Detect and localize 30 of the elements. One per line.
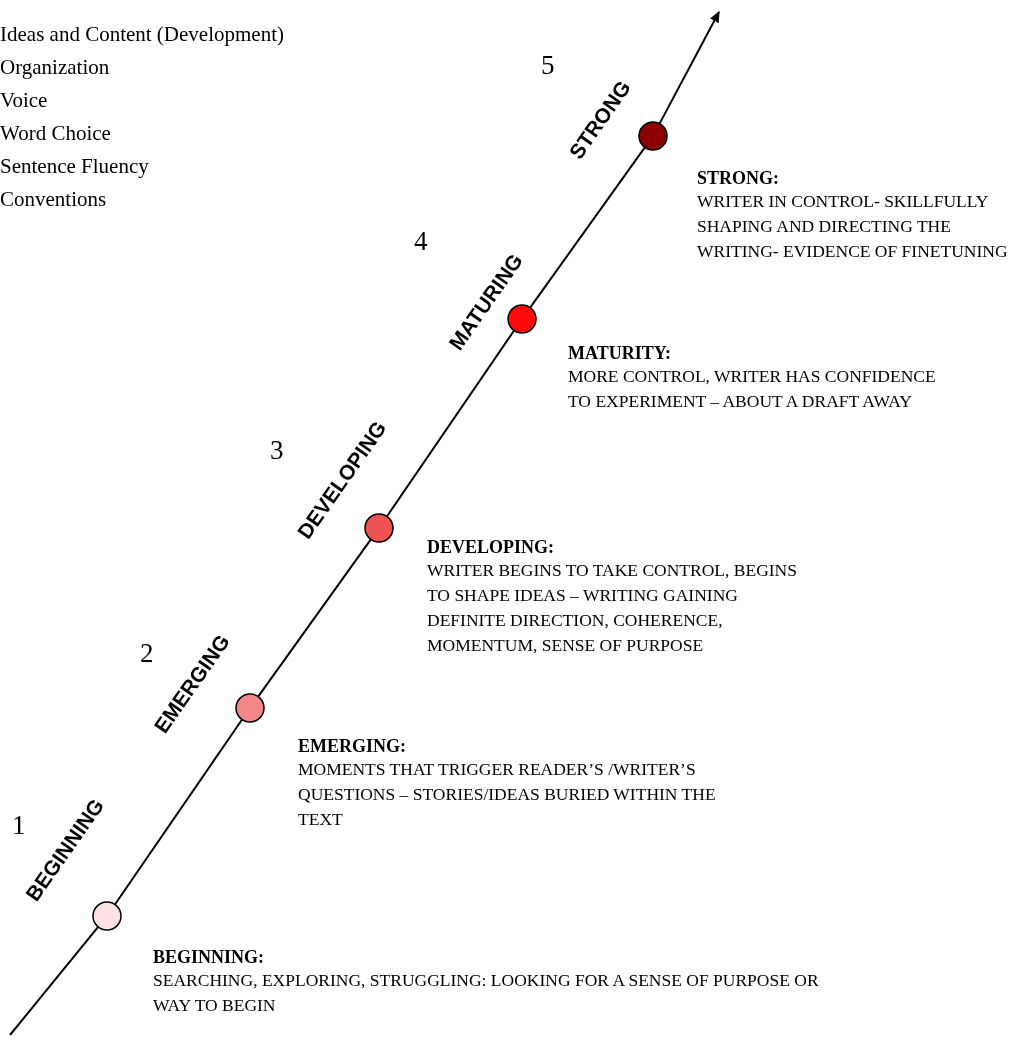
- trait-label: Ideas and Content (Development): [0, 22, 284, 47]
- description-text: MOMENTS THAT TRIGGER READER’S /WRITER’S QUESTIONS – STORIES/IDEAS BURIED WITHIN THE TEXT: [298, 758, 717, 831]
- description-heading: DEVELOPING:: [427, 537, 554, 558]
- stage-number: 5: [541, 50, 555, 81]
- stage-number: 2: [140, 638, 154, 669]
- description-heading: BEGINNING:: [153, 947, 264, 968]
- stage-number: 1: [12, 810, 26, 840]
- line: [529, 146, 646, 309]
- description-text: WRITER IN CONTROL- SKILLFULLY SHAPING AND DIRECTING THE WRITING- EVIDENCE OF FINETUNING: [697, 190, 1009, 263]
- description-heading: MATURITY:: [568, 343, 671, 364]
- description-heading: STRONG:: [697, 168, 779, 189]
- stage-number: 3: [270, 435, 284, 466]
- trait-label: Word Choice: [0, 121, 111, 146]
- stage-marker: [92, 901, 122, 931]
- stage-marker: [235, 693, 265, 723]
- trait-label: Conventions: [0, 187, 107, 212]
- line: [9, 925, 100, 1036]
- stage-number: 4: [414, 226, 428, 257]
- trait-label: Voice: [0, 88, 48, 113]
- description-text: MORE CONTROL, WRITER HAS CONFIDENCE TO EXPERIMENT – ABOUT A DRAFT AWAY: [568, 365, 937, 413]
- line: [257, 538, 372, 698]
- description-heading: EMERGING:: [298, 736, 406, 757]
- description-text: WRITER BEGINS TO TAKE CONTROL, BEGINS TO SHAPE IDEAS – WRITING GAINING DEFINITE DIRECTION, COHERENCE, MOMENTUM, SENSE OF PURPOSE: [427, 559, 798, 657]
- trait-label: Organization: [0, 55, 110, 80]
- trait-label: Sentence Fluency: [0, 154, 149, 179]
- line: [113, 718, 244, 906]
- arrow: [658, 11, 720, 125]
- line: [385, 329, 516, 518]
- stage-marker: [638, 121, 668, 151]
- description-text: SEARCHING, EXPLORING, STRUGGLING: LOOKING FOR A SENSE OF PURPOSE OR WAY TO BEGIN: [153, 969, 820, 1017]
